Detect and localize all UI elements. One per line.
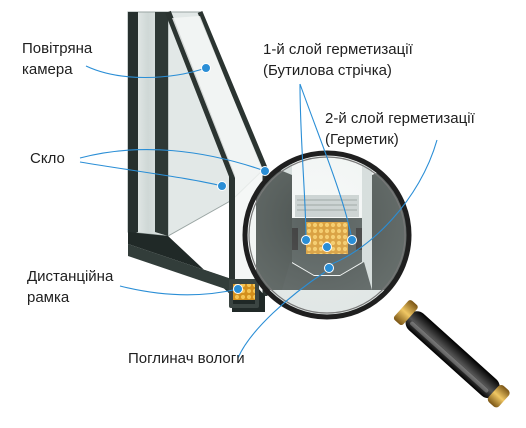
callout-air-chamber (85, 65, 207, 79)
callout-glass-2 (79, 161, 223, 187)
callout-moisture-absorber (237, 271, 326, 359)
label-moisture-absorber: Поглинач вологи (128, 350, 245, 367)
window-frame-left (128, 12, 138, 236)
magnifier-rim (242, 150, 412, 320)
label-air-chamber-line-2: камера (22, 61, 73, 78)
callout-seal-2 (328, 139, 438, 266)
magnifier-handle (393, 300, 510, 408)
label-seal-layer-2: 2-й слой герметизації (Герметик) (325, 108, 475, 150)
label-air-chamber: Повітряна камера (22, 38, 92, 80)
window-frame-inner (155, 12, 168, 236)
label-seal-layer-1: 1-й слой герметизації (Бутилова стрічка) (263, 39, 413, 81)
dot-desiccant (322, 242, 332, 252)
callout-dots (201, 63, 357, 294)
window-section (127, 10, 268, 312)
dot-seal-1-right (347, 235, 357, 245)
label-spacer-frame-line-1: Дистанційна (27, 268, 114, 285)
label-air-chamber-line-1: Повітряна (22, 40, 93, 57)
dot-spacer-frame (233, 284, 243, 294)
label-seal-layer-2-line-2: (Герметик) (325, 131, 399, 148)
callout-seal-1b (299, 83, 353, 241)
label-seal-layer-2-line-1: 2-й слой герметизації (325, 110, 475, 127)
magnifier (242, 150, 510, 408)
dot-glass-front (260, 166, 270, 176)
callout-seal-1a (299, 83, 307, 241)
label-spacer-frame-line-2: рамка (27, 289, 70, 306)
label-glass: Скло (30, 150, 65, 167)
dot-glass-back (217, 181, 227, 191)
dot-seal-1-left (301, 235, 311, 245)
label-seal-layer-1-line-1: 1-й слой герметизації (263, 41, 413, 58)
label-seal-layer-1-line-2: (Бутилова стрічка) (263, 62, 392, 79)
air-chamber (172, 16, 262, 292)
dot-seal-2 (324, 263, 334, 273)
callout-lines (79, 65, 438, 359)
callout-glass-1 (79, 148, 266, 172)
dot-air-chamber (201, 63, 211, 73)
callout-spacer-frame (119, 285, 239, 296)
label-spacer-frame: Дистанційна рамка (27, 266, 113, 308)
